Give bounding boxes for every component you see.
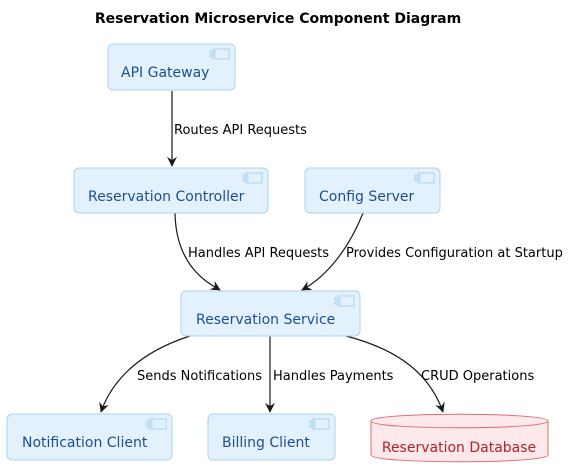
component-icon (242, 172, 263, 184)
component-icon (146, 418, 167, 430)
component-reservation-service: Reservation Service (180, 290, 361, 337)
edge-label-provides-configuration: Provides Configuration at Startup (346, 246, 563, 261)
component-label: API Gateway (121, 65, 209, 81)
database-icon (370, 413, 549, 463)
component-icon (414, 172, 435, 184)
component-config-server: Config Server (304, 167, 441, 214)
database-label: Reservation Database (382, 440, 536, 456)
edge-routes-api-requests: Routes API Requests (167, 91, 307, 167)
edge-sends-notifications: Sends Notifications (99, 335, 262, 413)
diagram-title: Reservation Microservice Component Diagr… (95, 11, 461, 27)
edge-label-crud-operations: CRUD Operations (421, 369, 534, 384)
component-billing-client: Billing Client (207, 413, 336, 461)
edge-label-handles-payments: Handles Payments (273, 369, 394, 384)
edge-handles-api-requests: Handles API Requests (174, 212, 329, 291)
component-label: Reservation Service (196, 312, 335, 328)
component-label: Billing Client (222, 435, 310, 451)
edge-handles-payments: Handles Payments (265, 336, 394, 413)
component-api-gateway: API Gateway (107, 43, 236, 91)
edge-crud-operations: CRUD Operations (345, 335, 534, 413)
component-icon (334, 295, 355, 307)
component-notification-client: Notification Client (6, 413, 173, 461)
edge-provides-configuration: Provides Configuration at Startup (301, 212, 563, 291)
component-label: Config Server (319, 189, 415, 205)
edge-label-routes-api-requests: Routes API Requests (174, 123, 307, 138)
database-reservation: Reservation Database (370, 413, 549, 463)
component-icon (309, 418, 330, 430)
component-icon (209, 48, 230, 60)
component-label: Notification Client (22, 435, 148, 451)
component-reservation-controller: Reservation Controller (73, 167, 269, 214)
edge-label-handles-api-requests: Handles API Requests (188, 246, 329, 261)
edge-label-sends-notifications: Sends Notifications (137, 369, 262, 384)
component-label: Reservation Controller (88, 189, 245, 205)
